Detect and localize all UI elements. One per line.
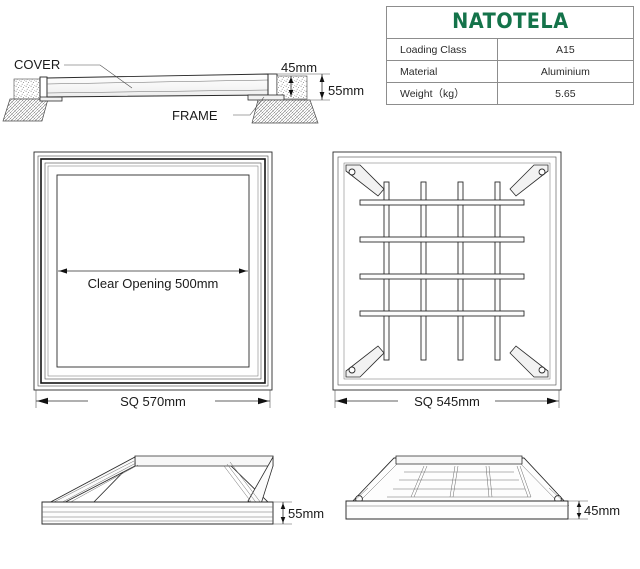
frame-ring-5	[47, 165, 259, 377]
title-block-row-weight: Weight（kg） 5.65	[387, 83, 633, 104]
frame-iso-view: 55mm	[41, 455, 324, 525]
dim-clear-opening-text: Clear Opening 500mm	[88, 276, 219, 291]
cover-outer-edge	[332, 151, 562, 391]
frame-iso-rear-rail	[134, 455, 274, 467]
loading-class-label: Loading Class	[387, 39, 498, 60]
dim-cover-overall: SQ 545mm	[334, 390, 560, 409]
dim-total-depth: 55mm	[276, 73, 364, 101]
cover-plan-view: SQ 545mm	[332, 151, 562, 409]
dim-cover-thickness-text: 45mm	[281, 60, 317, 75]
frame-ring-2	[37, 155, 269, 387]
cover-inner-edge	[337, 156, 557, 386]
frame-leader-line	[233, 96, 265, 116]
frame-right-ledge	[247, 94, 285, 101]
cover-corner-bracket-top-right	[509, 164, 549, 197]
cover-corner-bracket-top-left	[345, 164, 385, 197]
cover-leader-line	[64, 64, 133, 89]
left-bedding-hatch	[13, 78, 41, 100]
dim-frame-iso-height-text: 55mm	[288, 506, 324, 521]
cover-iso-horizontal-ribs	[387, 471, 531, 498]
frame-label: FRAME	[172, 108, 218, 123]
dim-frame-overall: SQ 570mm	[35, 390, 271, 409]
cover-corner-bracket-bottom-right	[509, 345, 549, 378]
dim-total-depth-text: 55mm	[328, 83, 364, 98]
weight-value: 5.65	[555, 87, 576, 100]
title-block: NATOTELA Loading Class A15 Material Alum…	[386, 6, 634, 105]
title-block-row-material: Material Aluminium	[387, 61, 633, 83]
frame-left-ledge	[39, 96, 63, 102]
brand-logo-text: NATOTELA	[451, 9, 569, 33]
brand-logo-row: NATOTELA	[387, 7, 633, 39]
frame-plan-view: Clear Opening 500mm SQ 570mm	[33, 151, 273, 409]
cross-section-view: COVER FRAME 45mm 55mm	[2, 57, 364, 124]
bolt-hole-bottom-right	[538, 366, 546, 374]
dim-cover-iso-thickness-text: 45mm	[584, 503, 620, 518]
cover-iso-vertical-ribs	[410, 465, 532, 498]
bolt-hole-top-right	[538, 168, 546, 176]
frame-right-upstand	[267, 73, 278, 98]
cover-horizontal-ribs	[359, 199, 525, 317]
dim-cover-thickness: 45mm	[281, 60, 317, 97]
material-label: Material	[387, 61, 498, 82]
frame-ring-3-heavy	[40, 158, 266, 384]
dim-clear-opening: Clear Opening 500mm	[58, 268, 248, 291]
loading-class-value: A15	[555, 43, 575, 56]
right-bedding-hatch	[276, 75, 308, 100]
weight-label: Weight（kg）	[387, 83, 498, 104]
dim-frame-iso-height: 55mm	[273, 501, 324, 525]
dim-cover-iso-thickness: 45mm	[568, 500, 620, 520]
cover-recess-edge	[343, 162, 551, 380]
cover-corner-bracket-bottom-left	[345, 345, 385, 378]
cover-iso-top-face	[347, 457, 570, 506]
frame-ring-4	[44, 162, 262, 380]
material-value: Aluminium	[540, 65, 590, 78]
left-concrete-haunch	[2, 98, 49, 122]
cover-iso-front-band	[345, 500, 569, 520]
frame-iso-front-band	[41, 501, 274, 525]
cover-label: COVER	[14, 57, 60, 72]
cover-slab-section	[46, 73, 269, 98]
cover-iso-rear-rail	[395, 455, 523, 465]
dim-frame-overall-text: SQ 570mm	[120, 394, 186, 409]
frame-left-upstand	[39, 76, 48, 101]
right-concrete-haunch	[251, 99, 319, 124]
title-block-row-loading-class: Loading Class A15	[387, 39, 633, 61]
dim-cover-overall-text: SQ 545mm	[414, 394, 480, 409]
bolt-hole-top-left	[348, 168, 356, 176]
bolt-hole-bottom-left	[348, 366, 356, 374]
cover-iso-view: 45mm	[345, 455, 620, 520]
cover-vertical-ribs	[383, 181, 501, 361]
